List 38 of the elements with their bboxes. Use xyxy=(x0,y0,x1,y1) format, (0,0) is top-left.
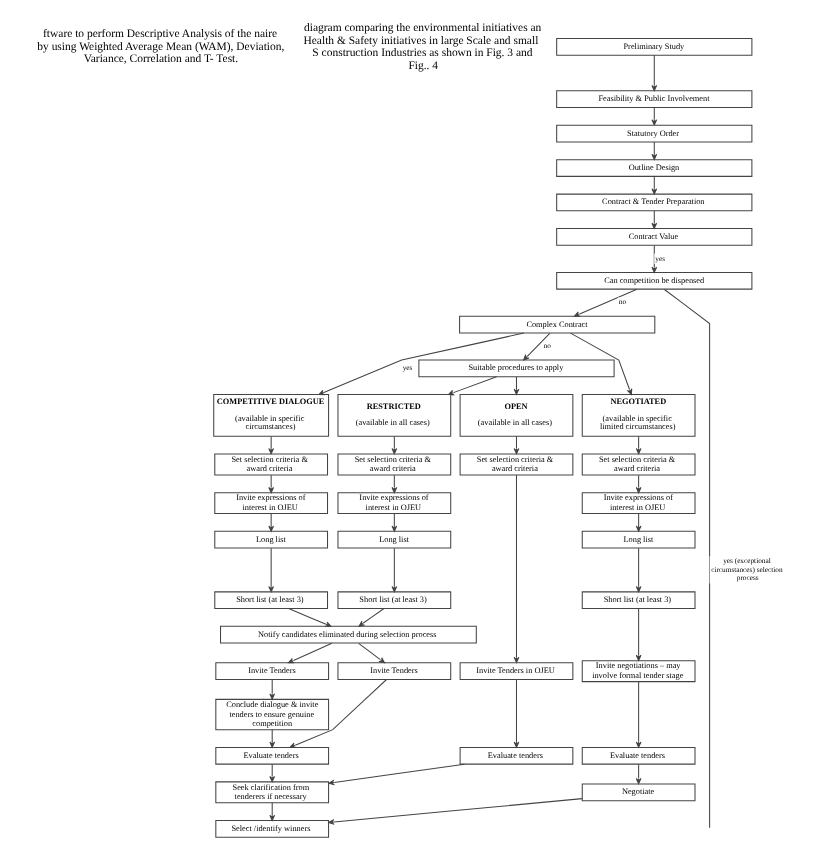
arrow xyxy=(635,513,642,532)
arrow xyxy=(651,245,658,273)
arrow xyxy=(635,474,642,494)
arrow xyxy=(651,176,658,195)
arrow xyxy=(358,642,385,664)
arrow xyxy=(573,288,638,317)
arrow xyxy=(651,54,658,92)
arrow xyxy=(513,376,520,395)
arrow xyxy=(570,332,633,395)
arrow xyxy=(391,513,398,532)
arrow xyxy=(651,141,658,160)
arrow xyxy=(269,763,276,783)
arrow xyxy=(391,474,398,494)
arrow xyxy=(328,763,465,786)
arrow xyxy=(288,608,332,627)
arrow xyxy=(289,679,387,749)
arrow xyxy=(635,763,642,785)
arrow xyxy=(513,474,520,664)
arrow xyxy=(513,435,520,455)
connector xyxy=(663,288,711,829)
arrow xyxy=(513,679,520,748)
arrow xyxy=(269,802,276,821)
arrow xyxy=(269,729,276,748)
arrow xyxy=(268,513,274,532)
arrow xyxy=(391,435,398,455)
arrow xyxy=(358,608,385,627)
arrow xyxy=(635,435,642,455)
arrow xyxy=(635,547,642,593)
arrow xyxy=(635,608,642,661)
arrow xyxy=(268,435,274,455)
arrow xyxy=(268,474,274,494)
arrow xyxy=(651,107,658,126)
arrow xyxy=(269,679,276,700)
arrow xyxy=(635,681,642,748)
arrow xyxy=(268,547,274,593)
arrow xyxy=(651,210,658,229)
arrow xyxy=(328,798,583,825)
arrow xyxy=(391,547,398,593)
